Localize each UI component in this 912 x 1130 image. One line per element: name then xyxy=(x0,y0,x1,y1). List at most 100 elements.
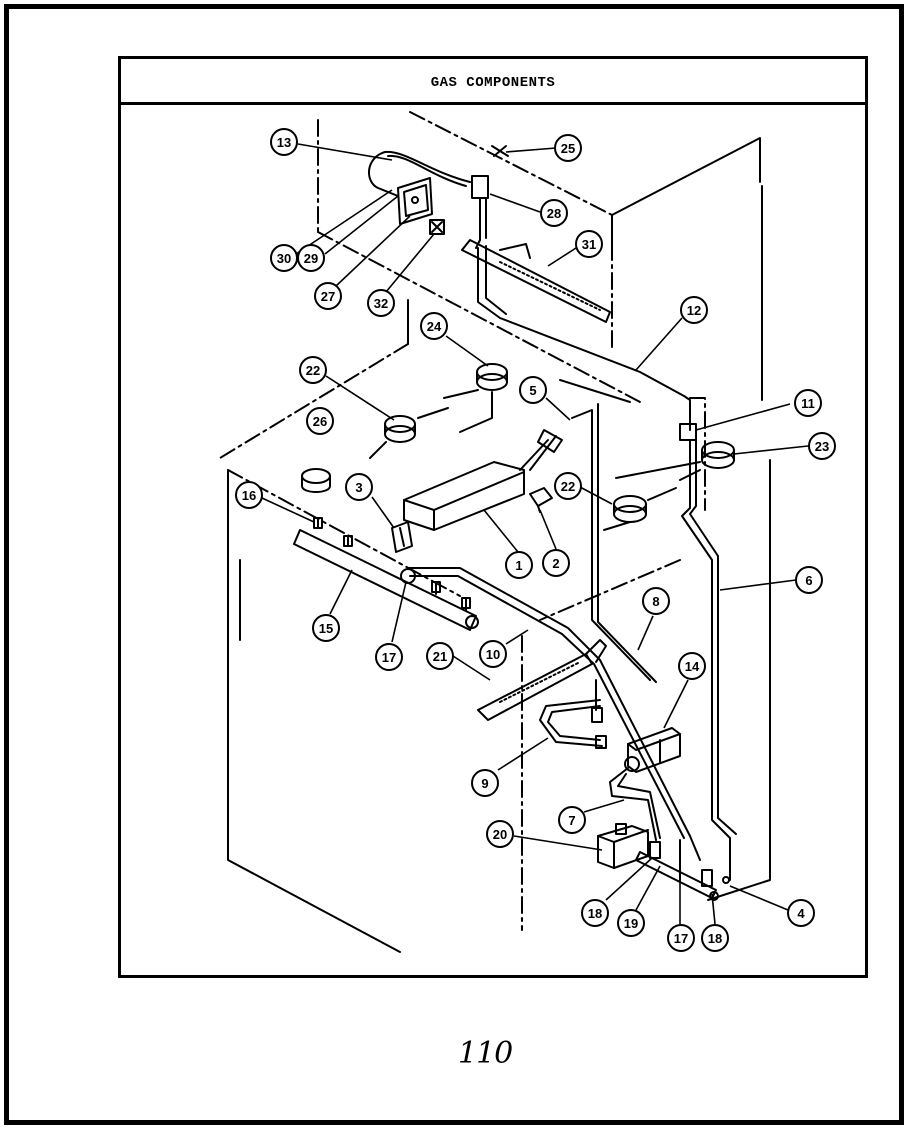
svg-text:6: 6 xyxy=(805,573,812,588)
manifold-15 xyxy=(293,517,479,631)
svg-text:22: 22 xyxy=(561,479,575,494)
cabinet-solid-lines xyxy=(227,137,771,953)
part-3 xyxy=(391,521,413,553)
top-manifold-line xyxy=(477,245,691,431)
callout-26: 26 xyxy=(306,407,334,435)
svg-text:13: 13 xyxy=(277,135,291,150)
svg-text:10: 10 xyxy=(486,647,500,662)
diagram-frame: GAS COMPONENTS xyxy=(118,56,868,978)
callout-15: 15 xyxy=(312,614,340,642)
callout-8: 8 xyxy=(642,587,670,615)
burner-head-24 xyxy=(443,363,508,433)
svg-text:7: 7 xyxy=(568,813,575,828)
cabinet-outline xyxy=(219,111,706,931)
burner-head-22-right xyxy=(603,487,677,531)
oven-burner-21 xyxy=(477,639,607,721)
clip-25 xyxy=(491,145,509,157)
top-valve xyxy=(471,175,489,249)
svg-text:20: 20 xyxy=(493,827,507,842)
top-bracket xyxy=(397,177,433,225)
callout-5: 5 xyxy=(519,376,547,404)
callout-3: 3 xyxy=(345,473,373,501)
callout-10: 10 xyxy=(479,640,507,668)
svg-text:12: 12 xyxy=(687,303,701,318)
cap-26 xyxy=(301,468,331,493)
svg-text:32: 32 xyxy=(374,296,388,311)
pipe-7 xyxy=(609,767,661,841)
pipe-6 xyxy=(681,439,737,881)
svg-text:14: 14 xyxy=(685,659,700,674)
svg-text:19: 19 xyxy=(624,916,638,931)
svg-text:5: 5 xyxy=(529,383,536,398)
callout-24: 24 xyxy=(420,312,448,340)
svg-text:11: 11 xyxy=(801,396,815,411)
orifice-32 xyxy=(429,219,445,235)
callout-27: 27 xyxy=(314,282,342,310)
svg-text:3: 3 xyxy=(355,480,362,495)
svg-text:21: 21 xyxy=(433,649,447,664)
svg-text:17: 17 xyxy=(382,650,396,665)
callout-6: 6 xyxy=(795,566,823,594)
svg-text:30: 30 xyxy=(277,251,291,266)
svg-text:23: 23 xyxy=(815,439,829,454)
svg-text:26: 26 xyxy=(313,414,327,429)
callout-17-left: 17 xyxy=(375,643,403,671)
svg-text:9: 9 xyxy=(481,776,488,791)
svg-text:16: 16 xyxy=(242,488,256,503)
callout-7: 7 xyxy=(558,806,586,834)
leader-lines xyxy=(261,143,809,925)
callout-11: 11 xyxy=(794,389,822,417)
burner-head-22-left xyxy=(369,407,449,459)
callout-14: 14 xyxy=(678,652,706,680)
callout-32: 32 xyxy=(367,289,395,317)
callout-31: 31 xyxy=(575,230,603,258)
callout-9: 9 xyxy=(471,769,499,797)
svg-text:28: 28 xyxy=(547,206,561,221)
callout-23: 23 xyxy=(808,432,836,460)
callout-2: 2 xyxy=(542,549,570,577)
svg-text:8: 8 xyxy=(652,594,659,609)
callout-28: 28 xyxy=(540,199,568,227)
title-bar: GAS COMPONENTS xyxy=(121,59,865,105)
lower-fittings xyxy=(635,839,730,901)
callout-25: 25 xyxy=(554,134,582,162)
callout-22-lower: 22 xyxy=(554,472,582,500)
part-2 xyxy=(529,487,553,513)
callout-18-right: 18 xyxy=(701,924,729,952)
burner-head-23 xyxy=(615,441,735,481)
svg-text:24: 24 xyxy=(427,319,442,334)
callout-18-left: 18 xyxy=(581,899,609,927)
svg-text:22: 22 xyxy=(306,363,320,378)
callout-1: 1 xyxy=(505,551,533,579)
top-gas-tube xyxy=(368,150,471,197)
svg-text:4: 4 xyxy=(797,906,805,921)
svg-text:25: 25 xyxy=(561,141,575,156)
svg-text:2: 2 xyxy=(552,556,559,571)
callout-21: 21 xyxy=(426,642,454,670)
svg-text:31: 31 xyxy=(582,237,596,252)
callout-12: 12 xyxy=(680,296,708,324)
pipe-9 xyxy=(539,679,607,749)
callout-20: 20 xyxy=(486,820,514,848)
callout-30: 30 xyxy=(270,244,298,272)
svg-text:27: 27 xyxy=(321,289,335,304)
callout-17-right: 17 xyxy=(667,924,695,952)
box-1 xyxy=(403,429,563,531)
callout-29: 29 xyxy=(297,244,325,272)
pipe-5 xyxy=(571,403,657,683)
callout-4: 4 xyxy=(787,899,815,927)
svg-text:29: 29 xyxy=(304,251,318,266)
regulator-14 xyxy=(624,727,681,773)
callout-13: 13 xyxy=(270,128,298,156)
callout-22-upper: 22 xyxy=(299,356,327,384)
fitting-11 xyxy=(679,423,697,441)
page-number: 110 xyxy=(458,1036,513,1071)
svg-text:18: 18 xyxy=(588,906,602,921)
diagram-title: GAS COMPONENTS xyxy=(430,75,556,91)
callout-16: 16 xyxy=(235,481,263,509)
svg-text:18: 18 xyxy=(708,931,722,946)
svg-text:1: 1 xyxy=(515,558,522,573)
pipe-10 xyxy=(400,567,701,861)
top-burner xyxy=(461,239,611,323)
